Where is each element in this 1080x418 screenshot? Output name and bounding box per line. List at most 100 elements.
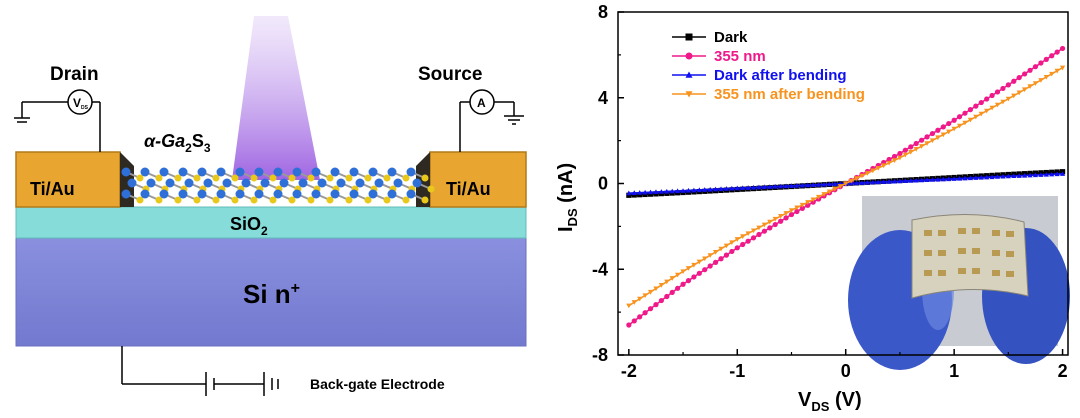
data-point xyxy=(680,188,686,193)
ga-atom xyxy=(273,167,283,177)
ga-atom xyxy=(140,189,150,199)
data-point xyxy=(886,156,892,163)
data-point xyxy=(799,205,805,211)
data-point xyxy=(626,192,632,198)
data-point xyxy=(756,231,762,238)
data-point xyxy=(783,211,789,216)
data-point xyxy=(631,192,637,198)
legend-entry: 355 nm after bending xyxy=(714,86,865,103)
data-point xyxy=(935,135,941,141)
data-point xyxy=(685,266,692,271)
ga-atom xyxy=(330,167,340,177)
ga-atom xyxy=(273,189,283,199)
svg-text:VDS: VDS xyxy=(73,96,89,111)
data-point xyxy=(794,208,800,215)
ga-atom xyxy=(254,167,264,177)
data-point xyxy=(826,181,833,187)
s-atom xyxy=(269,196,277,204)
s-atom xyxy=(231,196,239,204)
data-point xyxy=(712,186,719,192)
data-point xyxy=(637,314,643,320)
data-point xyxy=(669,276,675,281)
data-point xyxy=(1059,65,1066,71)
data-point xyxy=(734,185,740,191)
data-point xyxy=(626,303,632,309)
data-point xyxy=(799,182,805,188)
ga-atom xyxy=(140,167,150,177)
data-point xyxy=(712,250,719,255)
s-atom xyxy=(269,174,277,182)
data-point xyxy=(631,318,637,324)
data-point xyxy=(707,186,713,192)
data-point xyxy=(788,208,795,213)
data-point xyxy=(951,117,957,123)
substrate-label: Si n+ xyxy=(243,279,300,309)
data-point xyxy=(718,186,724,192)
data-point xyxy=(778,183,784,189)
data-point xyxy=(908,144,914,150)
data-point xyxy=(1005,173,1011,179)
ga-atom xyxy=(355,178,365,188)
s-atom xyxy=(136,196,144,204)
data-point xyxy=(919,144,925,149)
data-point xyxy=(1038,172,1044,177)
s-atom xyxy=(288,196,296,204)
data-point xyxy=(929,138,936,144)
data-point xyxy=(929,177,936,182)
data-point xyxy=(1022,71,1028,77)
data-point xyxy=(1038,78,1044,83)
data-point xyxy=(946,176,952,182)
back-gate-circuit xyxy=(121,346,279,396)
data-point xyxy=(642,310,648,316)
data-point xyxy=(723,252,730,258)
s-atom xyxy=(345,196,353,204)
data-point xyxy=(1022,172,1028,178)
data-point xyxy=(816,194,822,200)
ga-atom xyxy=(311,189,321,199)
data-point xyxy=(935,176,941,182)
ga-atom xyxy=(406,189,416,199)
inset-photo xyxy=(848,196,1070,370)
data-point xyxy=(956,175,963,181)
data-point xyxy=(1054,68,1060,74)
ga-atom xyxy=(178,167,188,177)
ga-atom xyxy=(222,178,232,188)
data-point xyxy=(702,256,708,262)
data-point xyxy=(1054,49,1060,55)
data-point xyxy=(1027,84,1033,89)
data-point xyxy=(767,184,773,189)
s-atom xyxy=(402,174,410,182)
data-point xyxy=(696,187,702,193)
data-point xyxy=(1032,81,1039,86)
data-point xyxy=(756,225,762,231)
data-point xyxy=(647,189,654,195)
ga-atom xyxy=(159,189,169,199)
data-point xyxy=(1016,173,1022,178)
data-point xyxy=(1032,172,1039,178)
data-point xyxy=(843,181,849,187)
x-tick-label: 0 xyxy=(841,361,851,381)
data-point xyxy=(734,237,740,242)
data-point xyxy=(1049,53,1055,59)
data-point xyxy=(908,178,914,183)
data-point xyxy=(761,184,767,190)
data-point xyxy=(1059,171,1066,176)
data-point xyxy=(1016,74,1022,81)
data-point xyxy=(902,178,908,183)
ga-atom xyxy=(184,178,194,188)
s-atom xyxy=(155,196,163,204)
data-point xyxy=(707,253,713,258)
data-point xyxy=(1059,45,1066,52)
data-point xyxy=(973,175,979,180)
data-point xyxy=(864,171,870,176)
data-point xyxy=(864,179,870,185)
data-point xyxy=(810,197,816,203)
data-point xyxy=(1000,173,1006,179)
data-point xyxy=(870,179,876,185)
data-point xyxy=(664,188,670,194)
data-point xyxy=(984,108,990,114)
ga-atom xyxy=(146,178,156,188)
data-point xyxy=(848,178,854,184)
s-atom xyxy=(364,174,372,182)
data-point xyxy=(978,111,984,117)
